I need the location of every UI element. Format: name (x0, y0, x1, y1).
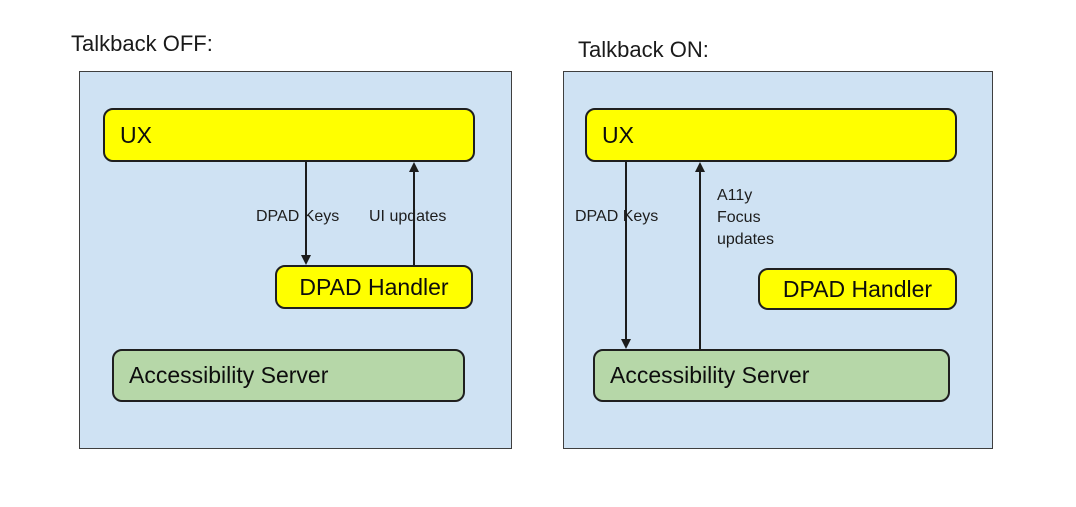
arrow-dpad-keys-line (305, 162, 307, 256)
arrow-up-icon (409, 162, 419, 172)
node-accessibility-server: Accessibility Server (593, 349, 950, 402)
node-ux: UX (103, 108, 475, 162)
node-accessibility-server-label: Accessibility Server (129, 362, 329, 388)
arrow-a11y-focus-updates-line (699, 171, 701, 349)
arrow-down-icon (301, 255, 311, 265)
arrow-label-dpad-keys: DPAD Keys (575, 208, 659, 225)
arrow-down-icon (621, 339, 631, 349)
arrow-label-a11y-focus-updates: A11y Focus updates (717, 187, 774, 248)
node-dpad-handler: DPAD Handler (275, 265, 473, 309)
node-dpad-handler-label: DPAD Handler (782, 275, 933, 302)
arrow-up-icon (695, 162, 705, 172)
node-dpad-handler-label: DPAD Handler (299, 273, 449, 300)
node-ux-label: UX (120, 121, 152, 148)
node-ux: UX (585, 108, 957, 162)
arrow-label-dpad-keys: DPAD Keys (256, 208, 340, 225)
panel-title-talkback-on: Talkback ON: (578, 37, 709, 62)
arrow-label-ui-updates: UI updates (369, 208, 447, 225)
arrow-ui-updates-line (413, 171, 415, 265)
node-dpad-handler: DPAD Handler (758, 268, 957, 310)
node-accessibility-server: Accessibility Server (112, 349, 465, 402)
arrow-dpad-keys-line (625, 162, 627, 340)
node-ux-label: UX (602, 121, 634, 148)
panel-title-talkback-off: Talkback OFF: (71, 31, 213, 56)
node-accessibility-server-label: Accessibility Server (610, 362, 810, 388)
